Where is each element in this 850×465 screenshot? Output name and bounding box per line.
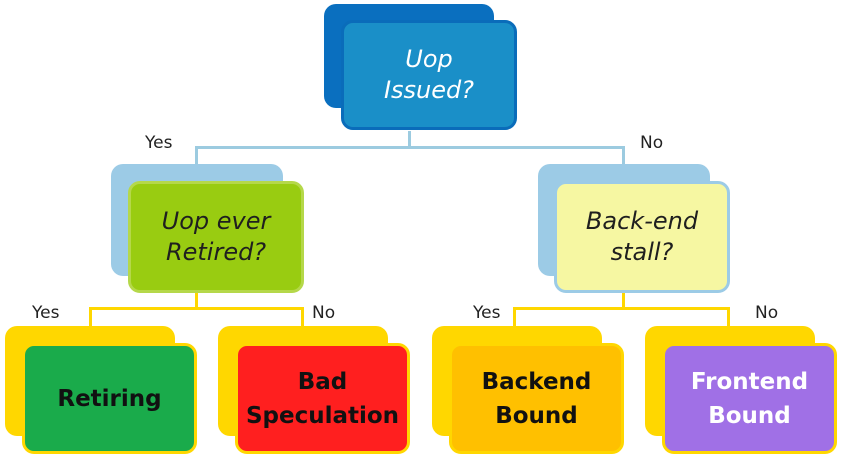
connector-root-stem (408, 131, 411, 148)
connector-right-stem (622, 292, 625, 310)
edge-label-left-no: No (312, 303, 336, 323)
connector-root-bar (195, 146, 625, 149)
connector-root-right-drop (622, 146, 625, 166)
bad-speculation-line-2: Speculation (245, 402, 400, 429)
backend-bound-line-1: Backend (481, 368, 592, 395)
leaf-frontend-bound: Frontend Bound (662, 343, 837, 454)
connector-left-left-drop (89, 307, 92, 327)
connector-left-right-drop (301, 307, 304, 327)
connector-left-bar (89, 307, 304, 310)
leaf-backend-bound: Backend Bound (449, 343, 624, 454)
retiring-label: Retiring (57, 385, 162, 412)
backend-bound-line-2: Bound (495, 402, 578, 429)
edge-label-root-no: No (640, 133, 664, 153)
right-decision-line-2: stall? (610, 238, 674, 266)
edge-label-right-yes: Yes (473, 303, 501, 323)
left-decision-node: Uop ever Retired? (128, 181, 304, 293)
right-decision-line-1: Back-end (585, 207, 699, 235)
edge-label-root-yes: Yes (145, 133, 173, 153)
left-decision-line-2: Retired? (165, 238, 267, 266)
connector-left-stem (195, 292, 198, 310)
connector-right-bar (513, 307, 730, 310)
bad-speculation-line-1: Bad (297, 368, 348, 395)
edge-label-right-no: No (755, 303, 779, 323)
root-node-line-1: Uop (405, 45, 453, 73)
root-node: Uop Issued? (341, 20, 517, 130)
frontend-bound-line-2: Bound (708, 402, 791, 429)
connector-right-right-drop (727, 307, 730, 327)
edge-label-left-yes: Yes (32, 303, 60, 323)
connector-root-left-drop (195, 146, 198, 166)
leaf-retiring: Retiring (22, 343, 197, 454)
connector-right-left-drop (513, 307, 516, 327)
root-node-line-2: Issued? (383, 76, 475, 104)
leaf-bad-speculation: Bad Speculation (235, 343, 410, 454)
left-decision-line-1: Uop ever (161, 207, 271, 235)
right-decision-node: Back-end stall? (554, 181, 730, 293)
frontend-bound-line-1: Frontend (690, 368, 809, 395)
